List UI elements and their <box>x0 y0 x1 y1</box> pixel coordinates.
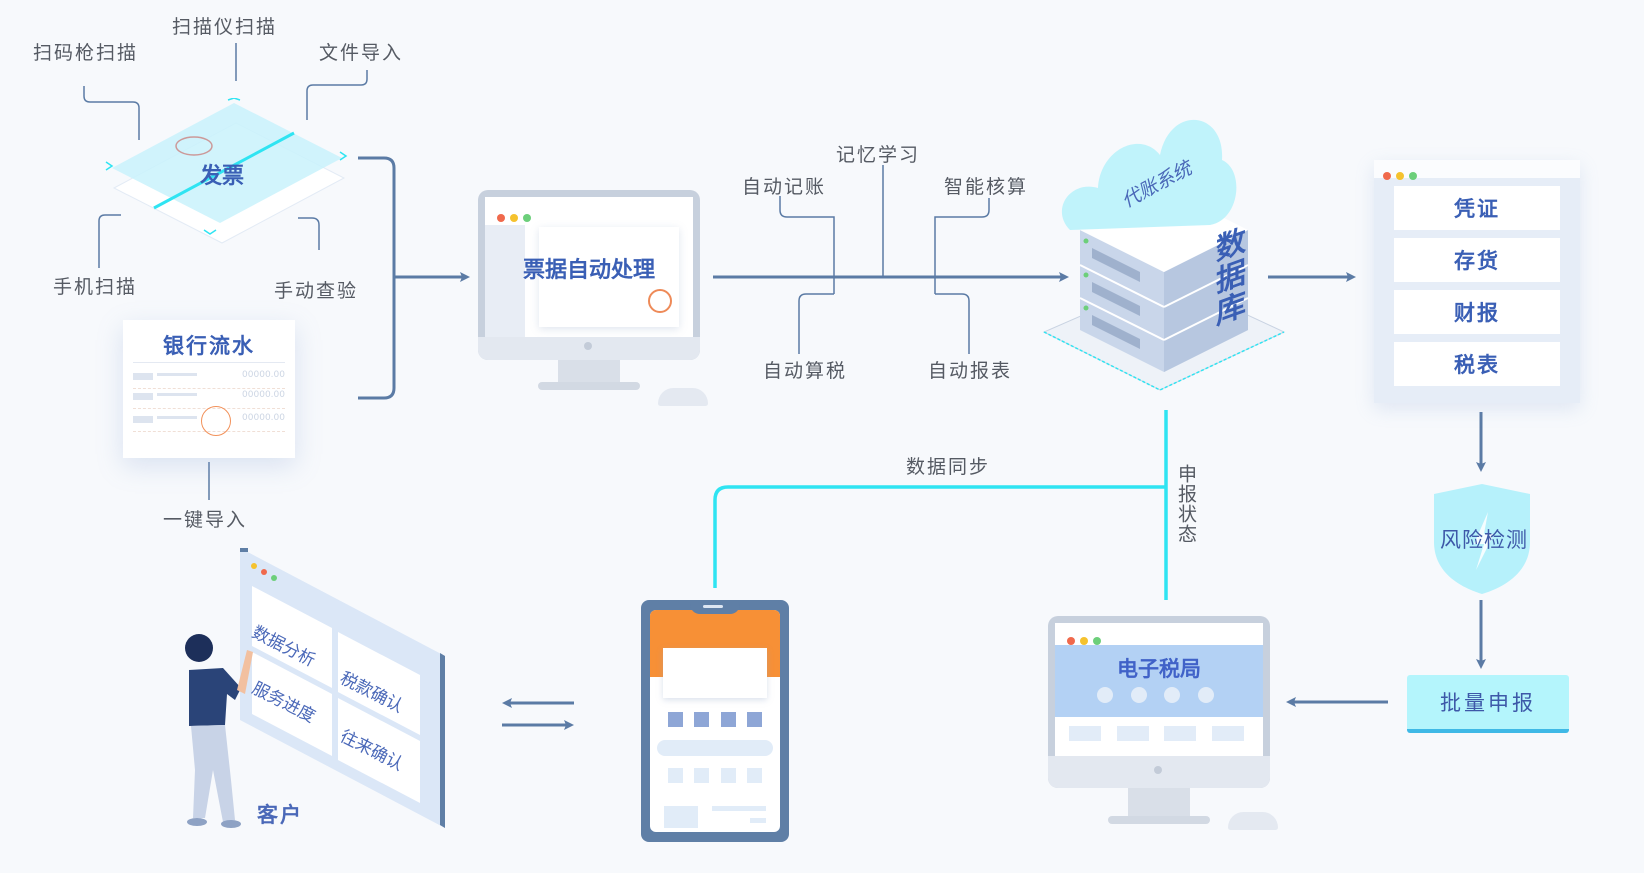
output-item-tax-form: 税表 <box>1394 342 1560 386</box>
risk-check-label: 风险检测 <box>1440 528 1528 552</box>
label-auto-tax-calc: 自动算税 <box>763 360 848 382</box>
output-item-voucher: 凭证 <box>1394 186 1560 230</box>
label-scanner-gun: 扫码枪扫描 <box>33 42 139 64</box>
database-illustration: 代账系统 数据库 <box>1040 100 1288 405</box>
client-board: 数据分析 服务进度 税款确认 往来确认 <box>240 548 445 828</box>
label-filing-status: 申报状态 <box>1175 464 1197 544</box>
output-item-financial-report: 财报 <box>1394 290 1560 334</box>
mouse-icon <box>658 388 708 406</box>
statement-row: 00000.00 <box>133 370 285 389</box>
label-memory-learning: 记忆学习 <box>836 144 921 166</box>
shield-icon <box>1434 484 1530 594</box>
mobile-phone <box>641 600 789 842</box>
tax-bureau-monitor: 电子税局 <box>1048 616 1270 832</box>
statement-row: 00000.00 <box>133 390 285 409</box>
invoice-title: 发票 <box>200 164 245 189</box>
sync-line <box>713 485 1166 588</box>
stamp-icon <box>201 406 231 436</box>
window-controls <box>1383 165 1422 184</box>
auto-processing-monitor: 票据自动处理 <box>478 190 700 400</box>
output-item-inventory: 存货 <box>1394 238 1560 282</box>
outputs-panel: 凭证 存货 财报 税表 <box>1374 160 1580 403</box>
label-auto-bookkeeping: 自动记账 <box>742 176 827 198</box>
risk-check-shield: 风险检测 <box>1430 482 1534 596</box>
database-server-icon <box>1042 119 1286 391</box>
label-manual-check: 手动查验 <box>274 280 359 302</box>
mouse-icon <box>1228 812 1278 830</box>
label-smart-accounting: 智能核算 <box>944 176 1029 198</box>
bank-statement-card: 银行流水 00000.00 00000.00 00000.00 <box>123 320 295 458</box>
database-title: 数据库 <box>1210 223 1245 333</box>
label-one-click-import: 一键导入 <box>163 509 248 531</box>
label-file-import: 文件导入 <box>319 42 404 64</box>
bank-statement-title: 银行流水 <box>163 334 255 358</box>
label-scanner: 扫描仪扫描 <box>172 16 278 38</box>
label-auto-reporting: 自动报表 <box>928 360 1013 382</box>
person-icon <box>185 634 253 828</box>
client-dashboard-icon <box>240 548 445 828</box>
label-data-sync: 数据同步 <box>906 456 991 478</box>
auto-processing-title: 票据自动处理 <box>522 258 655 283</box>
input-bracket <box>358 156 396 400</box>
window-controls <box>1067 630 1106 649</box>
batch-filing-label: 批量申报 <box>1440 691 1536 715</box>
label-mobile-scan: 手机扫描 <box>53 276 138 298</box>
client-label: 客户 <box>257 803 303 827</box>
invoice-sheet-icon <box>105 97 348 244</box>
batch-filing-button: 批量申报 <box>1407 675 1569 733</box>
tax-bureau-title: 电子税局 <box>1117 657 1201 681</box>
window-controls <box>497 207 536 226</box>
stamp-icon <box>648 289 672 313</box>
invoice-illustration: 发票 <box>104 97 352 248</box>
